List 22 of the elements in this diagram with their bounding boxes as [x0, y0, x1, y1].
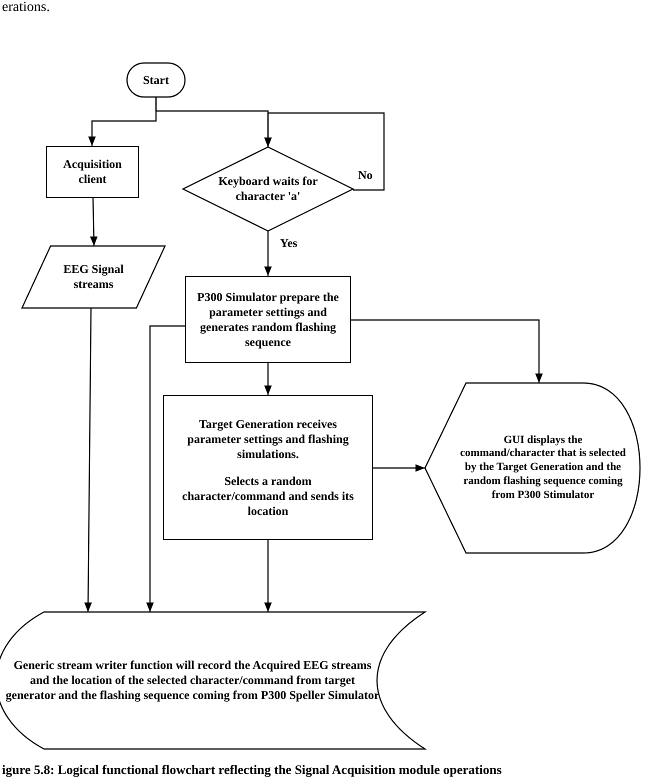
arrow	[90, 198, 98, 246]
node-text: P300 Simulator prepare the parameter settings and generates random flashing sequence	[196, 290, 340, 350]
figure-caption: igure 5.8: Logical functional flowchart reflecting the Signal Acquisition module operations	[2, 762, 502, 778]
arrow	[264, 363, 272, 395]
node-text: Keyboard waits for character 'a'	[217, 174, 319, 204]
node-text: Target Generation receives parameter settings and flashing simulations.	[186, 416, 350, 462]
process-box	[46, 146, 139, 198]
node-text: EEG Signal streams	[62, 262, 125, 292]
arrow	[351, 319, 543, 383]
arrow	[264, 540, 272, 612]
node-text: Start	[143, 72, 169, 88]
arrow	[373, 464, 425, 472]
arrow	[264, 112, 385, 191]
process-box	[163, 395, 373, 540]
node-text: GUI displays the command/character that is selected by the Target Generation and the random flashing sequence coming from P300 Stimulator	[459, 434, 627, 502]
node-text: Acquisition client	[62, 157, 123, 187]
arrow	[264, 231, 272, 276]
arrow	[146, 325, 185, 612]
node-text: Selects a random character/command and sends its location	[181, 474, 355, 518]
node-text: Generic stream writer function will record the Acquired EEG streams and the location of the selected character/command from target generator and the flashing sequence coming from P300 Speller Simulator	[4, 658, 380, 703]
arrow	[84, 308, 92, 612]
process-box	[185, 276, 351, 363]
